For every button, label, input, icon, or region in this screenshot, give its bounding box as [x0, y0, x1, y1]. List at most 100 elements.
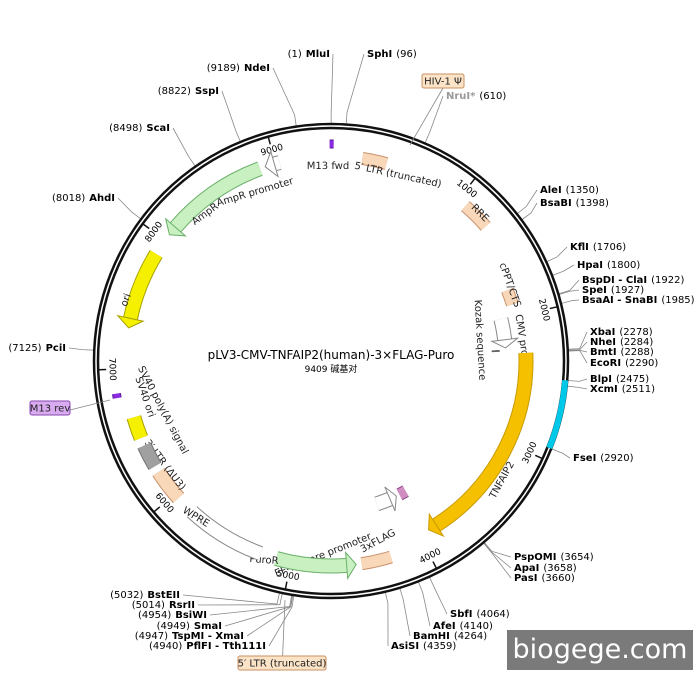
- 3xflag-feature: [396, 486, 409, 500]
- leader-pcii: [68, 347, 95, 351]
- sv40-poly-a-signal-feature: [138, 442, 161, 470]
- leader-pflfi-tth111i: [268, 595, 295, 647]
- tick-label-1000: 1000: [454, 178, 478, 200]
- leader-pspomi: [483, 541, 512, 558]
- backbone-outer-ring: [92, 122, 570, 600]
- kozak-sequence-label: Kozak sequence: [472, 299, 488, 380]
- enzyme-sbfi: SbfI (4064): [450, 609, 510, 620]
- leader-hpai: [551, 264, 575, 276]
- ampr-arrowhead: [164, 217, 187, 237]
- enzyme-name: MluI: [306, 49, 330, 60]
- enzyme-name: EcoRI: [590, 358, 621, 369]
- leader-xcmi: [566, 385, 588, 390]
- enzyme-name: PasI: [514, 573, 537, 584]
- leader-ahdi: [117, 197, 142, 220]
- enzyme-sspi: (8822)SspI: [158, 86, 219, 97]
- enzyme-position: (610): [479, 91, 506, 102]
- enzyme-position: (4949): [157, 621, 190, 632]
- tick-label-7000: 7000: [106, 358, 117, 382]
- m13-rev-box: [29, 400, 71, 416]
- leader-xbai: [567, 331, 588, 350]
- enzyme-fsei: FseI(2920): [573, 453, 634, 464]
- enzyme-tspmi-xmai: (4947)TspMI - XmaI: [135, 631, 244, 642]
- enzyme-name: ScaI: [146, 123, 170, 134]
- leader-spei: [558, 289, 580, 295]
- enzyme-name: SphI: [367, 49, 392, 60]
- enzyme-position: (4359): [423, 641, 456, 652]
- tick-label-5000: 5000: [276, 569, 301, 583]
- tick-9000: [267, 137, 272, 145]
- leader-bamhi: [399, 587, 411, 637]
- enzyme-position: (8498): [109, 123, 142, 134]
- enzyme-position: (2475): [616, 374, 649, 385]
- enzyme-alei: AleI(1350): [540, 185, 599, 196]
- enzyme-position: (4264): [454, 631, 487, 642]
- enzyme-position: (3658): [543, 563, 576, 574]
- enzyme-position: (4947): [135, 631, 168, 642]
- enzyme-bsteii: (5032)BstEII: [110, 590, 180, 601]
- enzyme-pcii: (7125)PciI: [8, 343, 66, 354]
- tick-label-8000: 8000: [144, 220, 166, 245]
- plasmid-name: pLV3-CMV-TNFAIP2(human)-3×FLAG-Puro: [208, 348, 455, 362]
- m13-rev-feature: [113, 393, 121, 399]
- enzyme-name: XcmI: [590, 384, 618, 395]
- leader-asisi: [384, 591, 389, 647]
- enzyme-kfli: KflI(1706): [570, 242, 626, 253]
- enzyme-position: (8822): [158, 86, 191, 97]
- enzyme-name: SpeI: [582, 285, 607, 296]
- enzyme-position: (4940): [149, 641, 182, 652]
- leader-bsabi: [521, 202, 538, 221]
- leader-bsteii: [182, 592, 280, 605]
- leader-kfli: [546, 246, 568, 263]
- enzyme-position: (1927): [611, 285, 644, 296]
- rre-feature: [461, 201, 490, 231]
- leader-afei: [417, 581, 431, 627]
- enzyme-name: BsiWI: [175, 610, 207, 621]
- enzyme-name: BsaBI: [540, 198, 572, 209]
- enzyme-position: (4064): [476, 609, 509, 620]
- enzyme-position: (2278): [619, 327, 652, 338]
- tnfaip2-feature: [432, 352, 533, 531]
- enzyme-mlui: (1)MluI: [288, 49, 330, 60]
- enzyme-name: PciI: [46, 343, 66, 354]
- leader-ndei: [272, 67, 297, 127]
- leader-nhei: [567, 341, 588, 351]
- enzyme-ndei: (9189)NdeI: [207, 63, 270, 74]
- enzyme-position: (4140): [460, 621, 493, 632]
- ef-1-core-promoter-feature: [374, 492, 393, 511]
- backbone-inner-ring: [96, 126, 566, 596]
- 5-ltr-truncated-feature: [361, 152, 388, 169]
- enzyme-name: SbfI: [450, 609, 472, 620]
- enzyme-bsabi: BsaBI(1398): [540, 198, 609, 209]
- plasmid-size: 9409 碱基对: [305, 363, 358, 375]
- leader-blpi: [567, 378, 588, 382]
- enzyme-name: BspDI - ClaI: [582, 275, 647, 286]
- leader-scai: [172, 127, 196, 167]
- sv40-ori-feature: [127, 415, 148, 441]
- hiv-1-box-label: HIV-1 Ψ: [424, 77, 462, 88]
- enzyme-leader-lines: [68, 53, 588, 647]
- puror-arrowhead: [345, 550, 357, 580]
- tick-4000: [432, 561, 437, 569]
- leader-rsrii: [197, 592, 283, 606]
- enzyme-hpai: HpaI(1800): [577, 260, 640, 271]
- enzyme-asisi: AsiSI(4359): [391, 641, 456, 652]
- enzyme-name: BlpI: [590, 374, 612, 385]
- enzyme-name: FseI: [573, 453, 596, 464]
- leader-bsaai-snabi: [560, 299, 580, 304]
- enzyme-name: SmaI: [194, 621, 222, 632]
- enzyme-apai: ApaI(3658): [514, 563, 577, 574]
- enzyme-nhei: NheI(2284): [590, 337, 653, 348]
- tick-2000: [549, 306, 557, 310]
- enzyme-pspomi: PspOMI(3654): [514, 552, 594, 563]
- tick-label-3000: 3000: [521, 440, 540, 465]
- highlight-regions: [546, 379, 569, 450]
- enzyme-name: NdeI: [244, 63, 270, 74]
- enzyme-bsaai-snabi: BsaAI - SnaBI(1985): [582, 295, 695, 306]
- enzyme-name: BamHI: [413, 631, 450, 642]
- leader-bspdi-clai: [558, 279, 580, 295]
- enzyme-name: BstEII: [147, 590, 180, 601]
- enzyme-name: AleI: [540, 185, 562, 196]
- leader-sspi: [221, 90, 241, 143]
